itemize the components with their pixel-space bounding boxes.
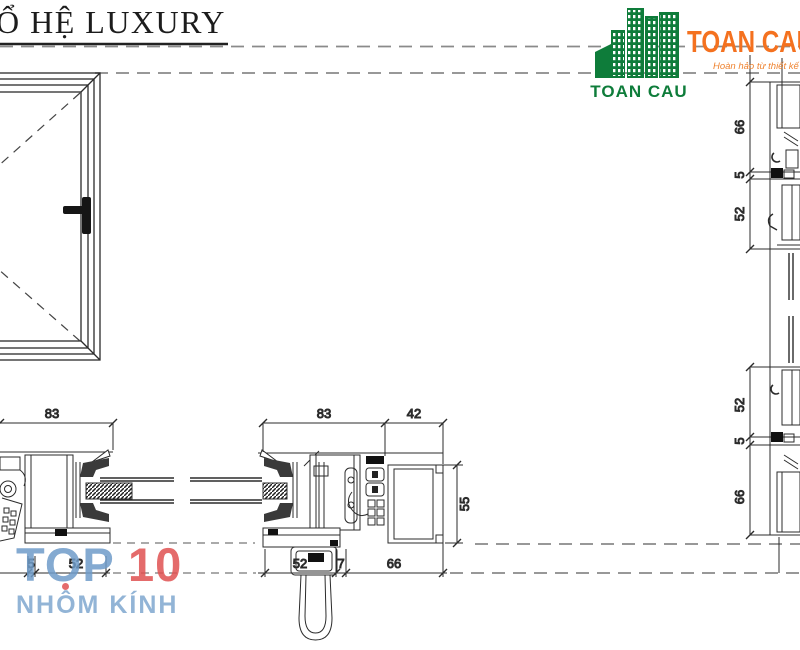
dim-55: 55 [457, 497, 472, 511]
section-handle-icon [290, 546, 338, 641]
vsection-glass [788, 253, 794, 363]
dim-52-head: 52 [732, 207, 747, 221]
lock-hardware-icon [344, 456, 385, 526]
page-title: Ổ HỆ LUXURY [0, 4, 226, 40]
dim-83-right: 83 [317, 406, 331, 421]
plan-sill-track [24, 527, 341, 574]
dim-66-head: 66 [732, 120, 747, 134]
plan-frame-profile [387, 464, 444, 544]
plan-dimensions-bottom: 5 52 52 7 66 [0, 543, 448, 578]
watermark-subtitle: NHÔM KÍNH [16, 591, 179, 619]
vsection-sill: 52 5 66 [732, 362, 800, 573]
watermark-word-top: TOP [16, 538, 114, 591]
dim-52-sill: 52 [732, 398, 747, 412]
plan-left-profile [0, 449, 113, 542]
watermark-dot [62, 583, 69, 590]
dim-7: 7 [337, 556, 344, 571]
guide-lines [0, 45, 800, 574]
dim-5-head: 5 [732, 171, 747, 178]
plan-dimension-55: 55 [443, 460, 473, 548]
dim-66-plan: 66 [387, 556, 401, 571]
window-elevation [0, 72, 101, 361]
logo-orange-brand: TOAN CAU [687, 24, 800, 59]
dim-52-left: 52 [69, 556, 83, 571]
watermark-top10: TOP 10 NHÔM KÍNH [16, 541, 182, 618]
logo-toancau-green: TOAN CAU [586, 2, 692, 102]
glass-panel [85, 477, 288, 504]
buildings-icon [595, 8, 679, 78]
logo-green-label: TOAN CAU [590, 82, 688, 101]
plan-section: 83 83 42 55 [0, 406, 473, 641]
dim-5-sill: 5 [732, 437, 747, 444]
vertical-section: 66 5 52 [732, 55, 800, 573]
dim-66-sill: 66 [732, 490, 747, 504]
opening-direction-lines [0, 92, 81, 342]
dim-42: 42 [407, 406, 421, 421]
window-handle-icon [63, 197, 91, 234]
dim-5-left: 5 [27, 556, 34, 571]
vsection-head: 66 5 52 [732, 55, 800, 535]
watermark-word-10: 10 [127, 538, 183, 591]
dim-83-left: 83 [45, 406, 59, 421]
logo-orange-tagline: Hoàn hảo từ thiết kế [713, 61, 799, 72]
plan-sash-profile [258, 449, 443, 552]
dim-52-right: 52 [293, 556, 307, 571]
hinge-hardware-icon [0, 456, 26, 542]
logo-toancau-orange: TOAN CAU Hoàn hảo từ thiết kế [687, 26, 800, 72]
plan-dimensions-top: 83 83 42 [0, 406, 448, 464]
